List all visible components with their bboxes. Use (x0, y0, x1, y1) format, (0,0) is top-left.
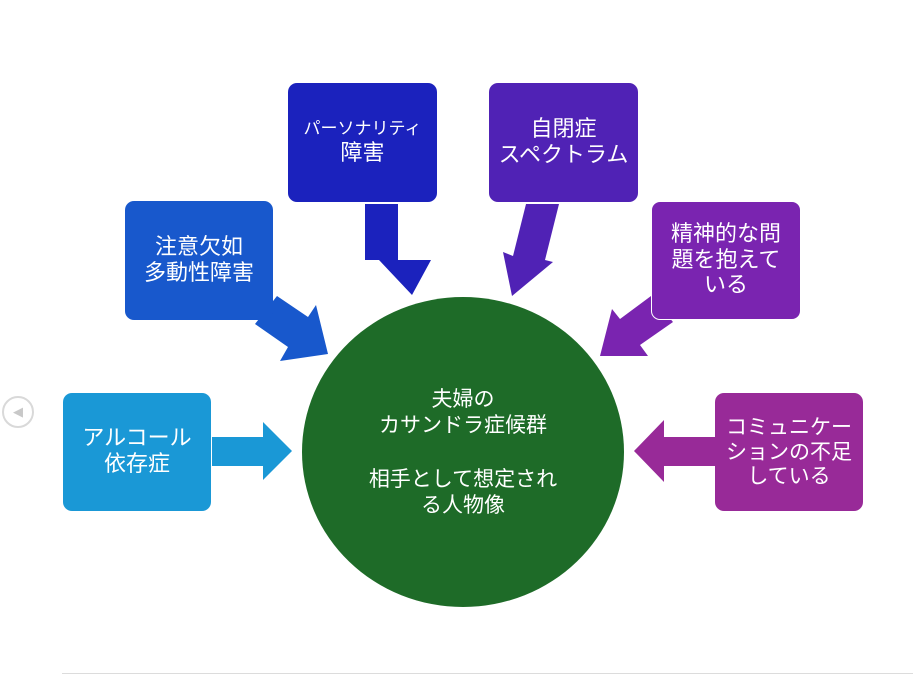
box-autism-spectrum: 自閉症 スペクトラム (489, 83, 638, 202)
center-subtitle: 相手として想定され る人物像 (368, 466, 558, 517)
arrow-alcohol (212, 422, 292, 480)
center-title: 夫婦の カサンドラ症候群 (379, 387, 547, 438)
arrow-autism (503, 204, 559, 296)
box-mental-problems: 精神的な問 題を抱えて いる (651, 201, 801, 320)
box-alcohol-dependence: アルコール 依存症 (63, 393, 211, 511)
arrow-adhd (255, 296, 328, 361)
box-lack-of-communication: コミュニケー ションの不足 している (715, 393, 863, 511)
chevron-left-icon: ◀ (13, 404, 23, 420)
center-circle: 夫婦の カサンドラ症候群 相手として想定され る人物像 (302, 297, 624, 607)
box-adhd: 注意欠如 多動性障害 (125, 201, 273, 320)
bottom-divider (62, 673, 913, 674)
arrow-personality (365, 204, 431, 295)
box-personality-disorder: パーソナリティ 障害 (288, 83, 437, 202)
arrow-communication (634, 420, 715, 482)
personality-label-small: パーソナリティ (303, 119, 422, 140)
previous-slide-button[interactable]: ◀ (2, 396, 34, 428)
personality-label: 障害 (340, 140, 385, 166)
